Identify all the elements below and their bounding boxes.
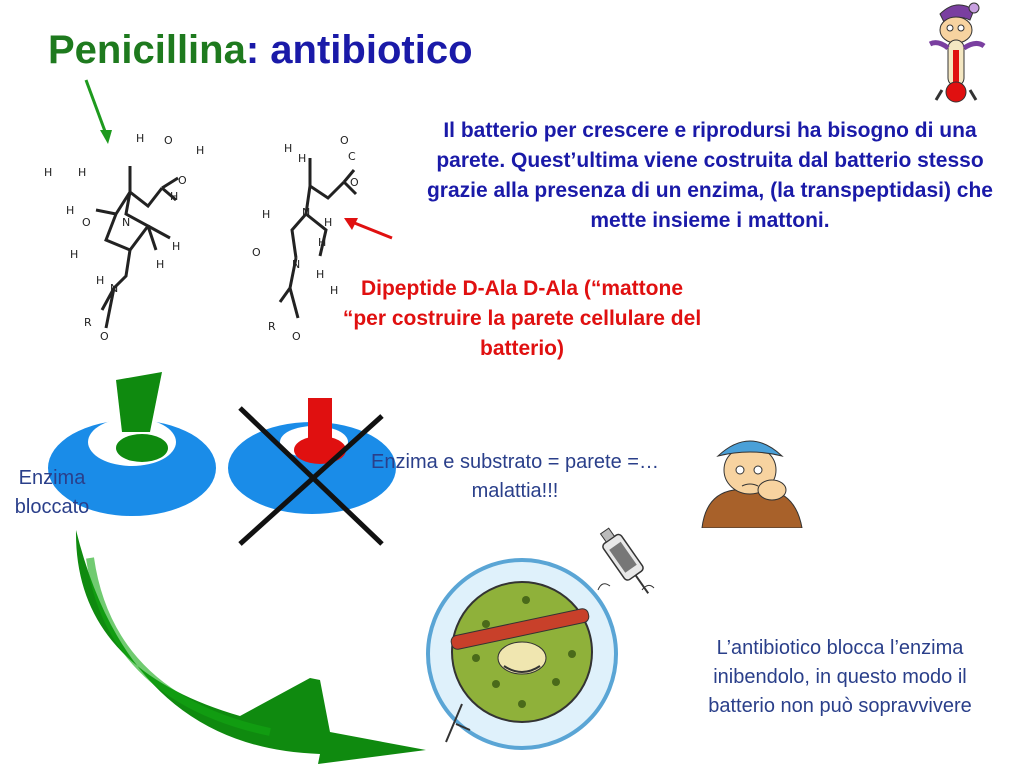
svg-text:N: N bbox=[302, 206, 310, 219]
svg-text:O: O bbox=[82, 216, 91, 229]
svg-text:R: R bbox=[84, 316, 92, 329]
enzyme-substrate-diagram bbox=[228, 398, 396, 546]
title-antibiotico: : antibiotico bbox=[245, 28, 473, 72]
svg-text:H: H bbox=[172, 240, 180, 253]
molecule-structures: HHH OOH HNH OHH HHN RO HHO COH NHH ONH H… bbox=[30, 118, 380, 358]
svg-text:H: H bbox=[298, 152, 306, 165]
svg-text:O: O bbox=[350, 176, 359, 189]
enzyme-substrate-label: Enzima e substrato = parete =…malattia!!… bbox=[371, 451, 659, 502]
syringe-cartoon-icon bbox=[597, 527, 655, 594]
intro-paragraph: Il batterio per crescere e riprodursi ha… bbox=[426, 119, 993, 232]
svg-text:H: H bbox=[170, 190, 178, 203]
d-ala-d-ala-structure bbox=[278, 158, 358, 319]
svg-text:H: H bbox=[78, 166, 86, 179]
svg-text:H: H bbox=[156, 258, 164, 271]
svg-text:O: O bbox=[100, 330, 109, 343]
svg-text:H: H bbox=[284, 142, 292, 155]
conclusion-paragraph: L’antibiotico blocca l’enzima inibendolo… bbox=[708, 637, 972, 717]
svg-text:H: H bbox=[70, 248, 78, 261]
svg-text:H: H bbox=[66, 204, 74, 217]
title-penicillina: Penicillina bbox=[48, 28, 246, 72]
red-pointer-arrow bbox=[344, 218, 393, 240]
svg-text:O: O bbox=[292, 330, 301, 343]
svg-text:O: O bbox=[340, 134, 349, 147]
svg-text:H: H bbox=[96, 274, 104, 287]
page-title: Penicillina: antibiotico bbox=[48, 28, 473, 73]
svg-text:H: H bbox=[196, 144, 204, 157]
svg-text:H: H bbox=[330, 284, 338, 297]
green-pointer-arrow bbox=[84, 79, 112, 144]
svg-text:H: H bbox=[262, 208, 270, 221]
bacterium-cartoon-icon bbox=[426, 558, 618, 750]
svg-text:N: N bbox=[110, 282, 118, 295]
svg-text:H: H bbox=[44, 166, 52, 179]
svg-text:H: H bbox=[318, 236, 326, 249]
svg-text:R: R bbox=[268, 320, 276, 333]
thermometer-cartoon-icon bbox=[918, 0, 994, 108]
penicillin-structure bbox=[95, 166, 179, 329]
svg-text:O: O bbox=[164, 134, 173, 147]
enzyme-blocked-label: Enzima bloccato bbox=[14, 467, 90, 518]
svg-text:H: H bbox=[316, 268, 324, 281]
enzyme-blocked-diagram bbox=[48, 372, 216, 516]
svg-text:N: N bbox=[122, 216, 130, 229]
curved-green-arrow bbox=[75, 530, 426, 764]
svg-text:O: O bbox=[178, 174, 187, 187]
svg-text:N: N bbox=[292, 258, 300, 271]
svg-text:O: O bbox=[252, 246, 261, 259]
svg-text:H: H bbox=[324, 216, 332, 229]
dipeptide-label: Dipeptide D-Ala D-Ala (“mattone “per cos… bbox=[342, 277, 702, 360]
svg-text:H: H bbox=[136, 132, 144, 145]
svg-text:C: C bbox=[348, 150, 356, 163]
sick-person-cartoon-icon bbox=[694, 430, 806, 528]
